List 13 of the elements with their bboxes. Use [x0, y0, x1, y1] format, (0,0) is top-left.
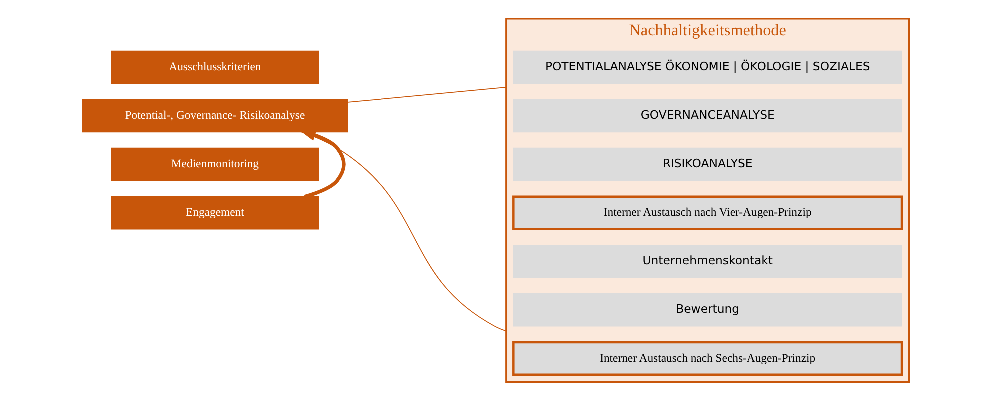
node-box: Engagement — [111, 196, 320, 230]
node-box: RISIKOANALYSE — [513, 148, 902, 182]
node-box: POTENTIALANALYSE ÖKONOMIE | ÖKOLOGIE | SOZIALES — [513, 50, 902, 84]
node-box: Potential-, Governance- Risikoanalyse — [82, 99, 348, 133]
node-box: Unternehmenskontakt — [513, 245, 902, 278]
node-box: GOVERNANCEANALYSE — [513, 99, 902, 133]
node-box: Medienmonitoring — [111, 148, 320, 182]
node-box: Interner Austausch nach Vier-Augen-Prinzip — [512, 196, 904, 230]
node-box: Bewertung — [513, 294, 902, 327]
connector — [348, 87, 507, 103]
node-box: Ausschlusskriterien — [111, 50, 320, 84]
connector — [301, 132, 507, 332]
node-box: Interner Austausch nach Sechs-Augen-Prinzip — [512, 341, 904, 376]
